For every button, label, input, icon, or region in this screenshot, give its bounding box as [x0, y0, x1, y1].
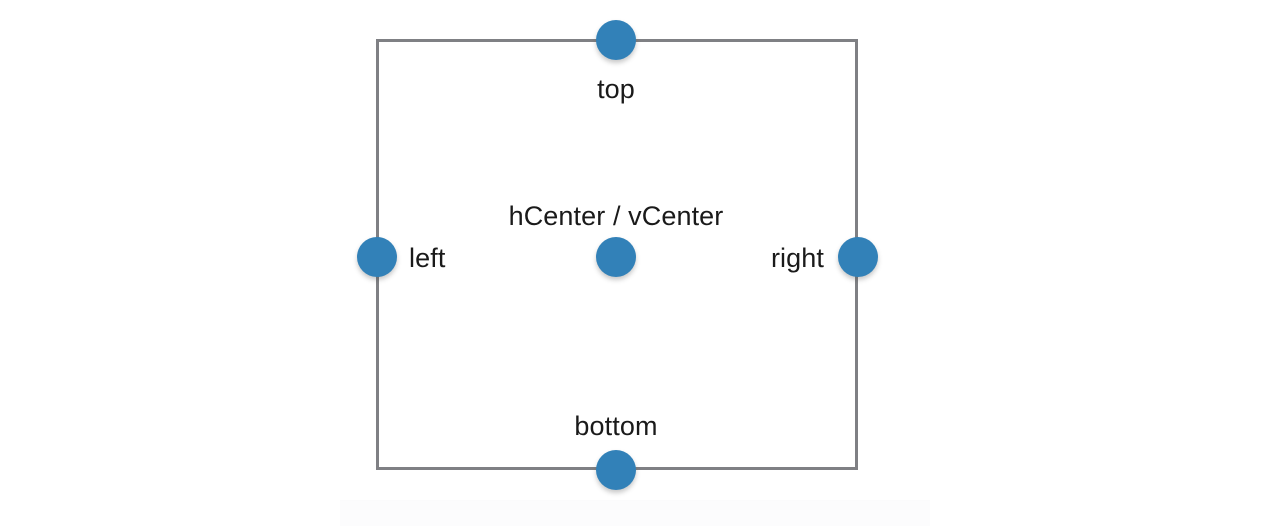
anchor-label-top: top: [597, 74, 635, 104]
anchor-dot-top[interactable]: [596, 20, 636, 60]
anchor-label-right: right: [770, 243, 824, 273]
anchor-label-left: left: [409, 243, 446, 273]
anchor-dot-bottom[interactable]: [596, 450, 636, 490]
slide-bottom-band: [340, 500, 930, 526]
anchor-dot-center[interactable]: [596, 237, 636, 277]
anchor-label-bottom: bottom: [574, 411, 658, 441]
anchor-dot-right[interactable]: [838, 237, 878, 277]
anchor-label-center: hCenter / vCenter: [508, 201, 724, 231]
anchor-dot-left[interactable]: [357, 237, 397, 277]
